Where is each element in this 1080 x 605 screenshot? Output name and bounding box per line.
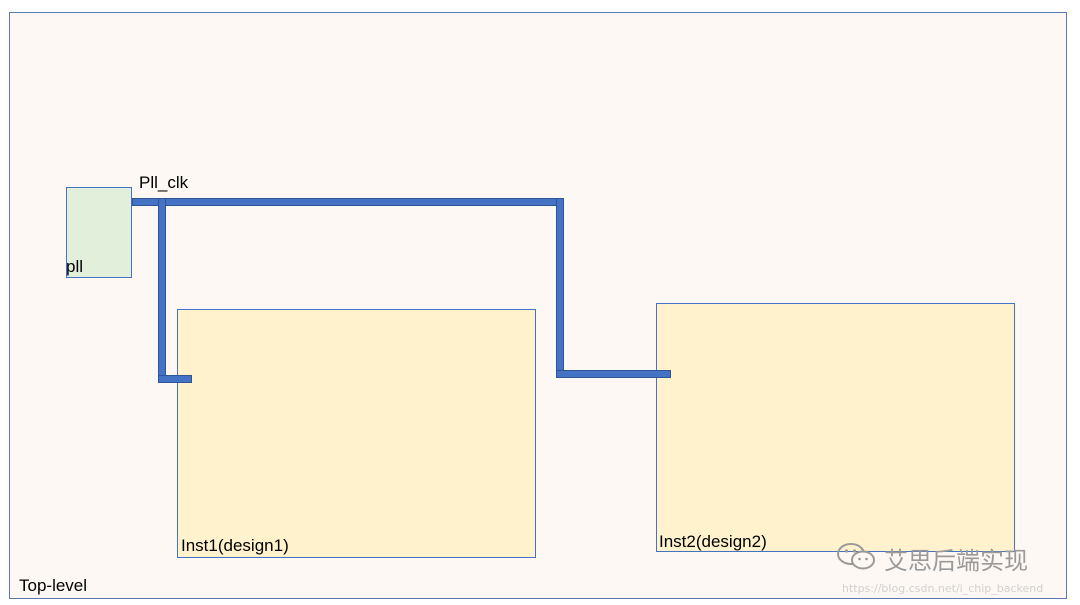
pll-clk-trunk-wire <box>132 198 564 206</box>
pll-label: pll <box>66 257 84 276</box>
inst1-label: Inst1(design1) <box>181 536 289 555</box>
inst1-stub-wire <box>158 375 192 383</box>
inst2-drop-wire <box>556 198 564 378</box>
pll-block <box>66 187 132 278</box>
inst1-drop-wire <box>158 198 166 383</box>
top-level-label: Top-level <box>19 576 88 595</box>
watermark-title: 艾思后端实现 <box>884 547 1028 575</box>
pll-clk-net-label: Pll_clk <box>139 173 189 192</box>
inst2-stub-wire <box>556 370 671 378</box>
inst2-label: Inst2(design2) <box>659 532 767 551</box>
inst2-block <box>656 303 1015 552</box>
wechat-icon <box>837 543 875 570</box>
inst1-block <box>177 309 536 558</box>
watermark-url: https://blog.csdn.net/i_chip_backend <box>842 582 1044 595</box>
